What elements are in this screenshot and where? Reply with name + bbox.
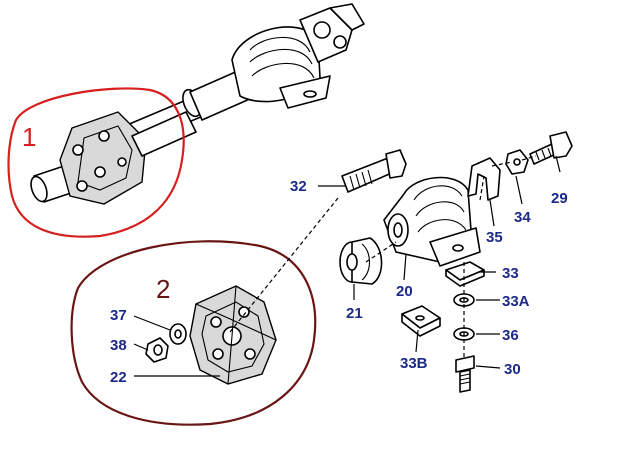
bolt-30 [455, 355, 475, 393]
bolt-32 [341, 149, 407, 193]
plate-33 [445, 261, 485, 287]
nut-38 [145, 337, 169, 363]
callout-22: 22 [110, 369, 127, 386]
assembly-guide-lines [229, 155, 537, 360]
flexible-coupling-assembly-1 [30, 111, 197, 205]
callout-36: 36 [502, 327, 519, 344]
ring-1-label: 1 [22, 122, 36, 152]
callout-21: 21 [346, 305, 363, 322]
ring-2-label: 2 [156, 274, 170, 304]
ring-1-outline [7, 87, 185, 238]
clip-33b [401, 305, 441, 337]
callout-33: 33 [502, 265, 519, 282]
callout-38: 38 [110, 337, 127, 354]
callout-30: 30 [504, 361, 521, 378]
callout-33b: 33B [400, 355, 428, 372]
rubber-bearing-21 [339, 237, 383, 285]
washer-37 [169, 323, 187, 345]
callout-34: 34 [514, 209, 531, 226]
callout-33a: 33A [502, 293, 530, 310]
ring-2-outline [70, 240, 317, 426]
washer-34 [505, 149, 529, 175]
callout-37: 37 [110, 307, 127, 324]
callout-29: 29 [551, 190, 568, 207]
callout-leaders [133, 155, 561, 377]
bolt-29 [529, 131, 573, 165]
clip-35 [467, 157, 501, 201]
callout-20: 20 [396, 283, 413, 300]
coupling-disc-22 [189, 285, 277, 385]
callout-35: 35 [486, 229, 503, 246]
centre-bearing-20 [383, 176, 481, 267]
callout-labels: 32 29 34 35 33 33A 36 30 33B 21 20 37 38… [110, 178, 568, 386]
callout-32: 32 [290, 178, 307, 195]
